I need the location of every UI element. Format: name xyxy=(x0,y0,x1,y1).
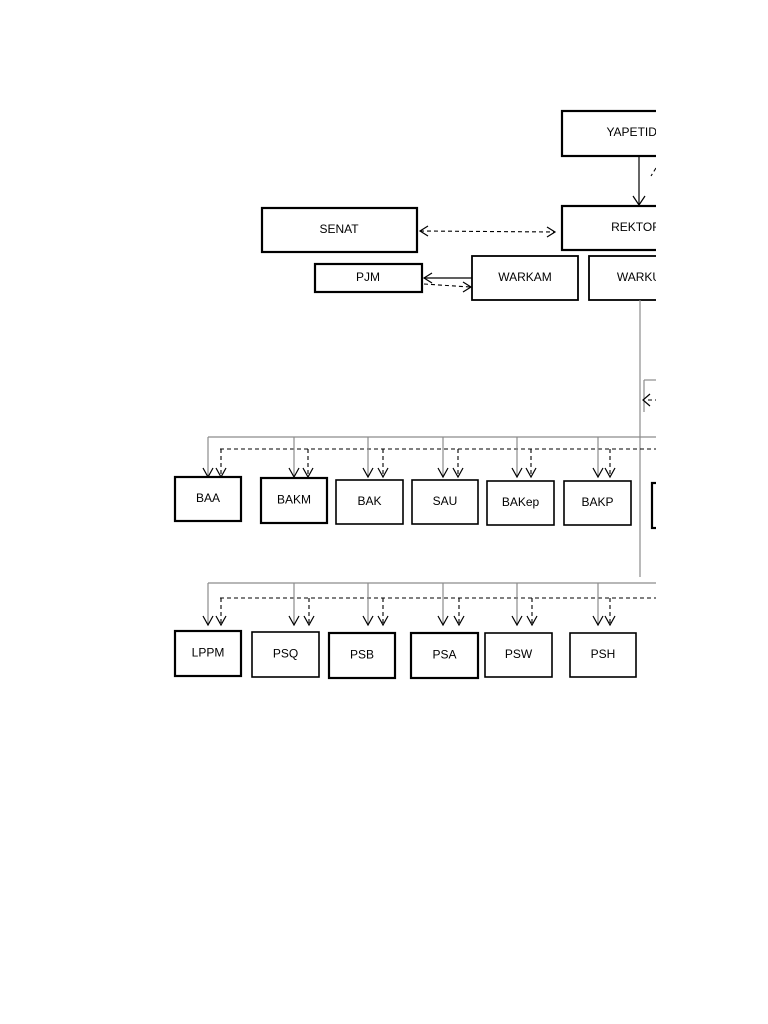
bureau-label: BAKM xyxy=(277,493,311,507)
unit-bus xyxy=(202,582,656,627)
senat-rektor-connector xyxy=(418,225,557,238)
unit-connector xyxy=(288,583,315,627)
bureau-node: BAA xyxy=(173,475,243,523)
bureau-label: BAA xyxy=(196,491,220,505)
bureau-connector xyxy=(362,437,389,479)
warku-node: WARKU xyxy=(588,255,661,301)
unit-label: PSQ xyxy=(273,647,298,661)
bureau-connector xyxy=(437,437,464,479)
unit-row: LPPM PSQ PSB PSA PSW PSH xyxy=(173,629,637,680)
unit-label: LPPM xyxy=(192,646,225,660)
vertical-trunk xyxy=(639,300,656,577)
unit-connector xyxy=(202,583,227,627)
bureau-connector xyxy=(202,437,227,479)
pjm-node: PJM xyxy=(313,262,424,294)
yapetidu-label: YAPETIDU xyxy=(606,125,665,139)
bureau-row: BAA BAKM BAK SAU BAKep BAKP xyxy=(173,475,632,526)
unit-connector xyxy=(362,583,389,627)
bureau-label: BAKep xyxy=(502,495,540,509)
unit-connector xyxy=(511,583,538,627)
bureau-connector xyxy=(511,437,537,479)
unit-node: PSW xyxy=(484,632,553,678)
pjm-warkam-connector xyxy=(422,272,473,293)
unit-label: PSB xyxy=(350,648,374,662)
bureau-bus xyxy=(202,436,656,479)
unit-label: PSW xyxy=(505,647,533,661)
bureau-node: BAKM xyxy=(259,476,329,525)
unit-label: PSH xyxy=(591,647,616,661)
org-chart-canvas: YAPETIDU REKTOR SENAT PJM WARKAM WARKU xyxy=(173,109,665,680)
unit-node: PSA xyxy=(409,631,480,680)
warku-label: WARKU xyxy=(617,270,661,284)
unit-node: PSQ xyxy=(251,631,320,678)
warkam-node: WARKAM xyxy=(471,255,579,301)
bureau-label: BAKP xyxy=(581,495,613,509)
unit-connector xyxy=(592,583,616,627)
bureau-node: SAU xyxy=(411,479,479,525)
senat-label: SENAT xyxy=(319,222,359,236)
pjm-label: PJM xyxy=(356,270,380,284)
unit-node: PSH xyxy=(569,632,637,678)
yapetidu-rektor-arrow xyxy=(632,156,656,207)
bureau-connector xyxy=(592,437,616,479)
unit-connector xyxy=(437,583,465,627)
unit-node: LPPM xyxy=(173,629,243,678)
warkam-label: WARKAM xyxy=(498,270,552,284)
senat-node: SENAT xyxy=(260,206,419,254)
bureau-box-partial xyxy=(650,481,656,530)
bureau-connector xyxy=(288,437,314,479)
rektor-label: REKTOR xyxy=(611,220,661,234)
unit-label: PSA xyxy=(432,648,456,662)
rektor-node: REKTOR xyxy=(560,204,661,252)
bureau-label: SAU xyxy=(433,494,458,508)
bureau-node: BAK xyxy=(335,479,404,525)
yapetidu-node: YAPETIDU xyxy=(560,109,665,158)
unit-node: PSB xyxy=(327,631,397,680)
bureau-node: BAKP xyxy=(563,480,632,526)
bureau-label: BAK xyxy=(357,494,381,508)
bureau-node: BAKep xyxy=(486,480,555,526)
